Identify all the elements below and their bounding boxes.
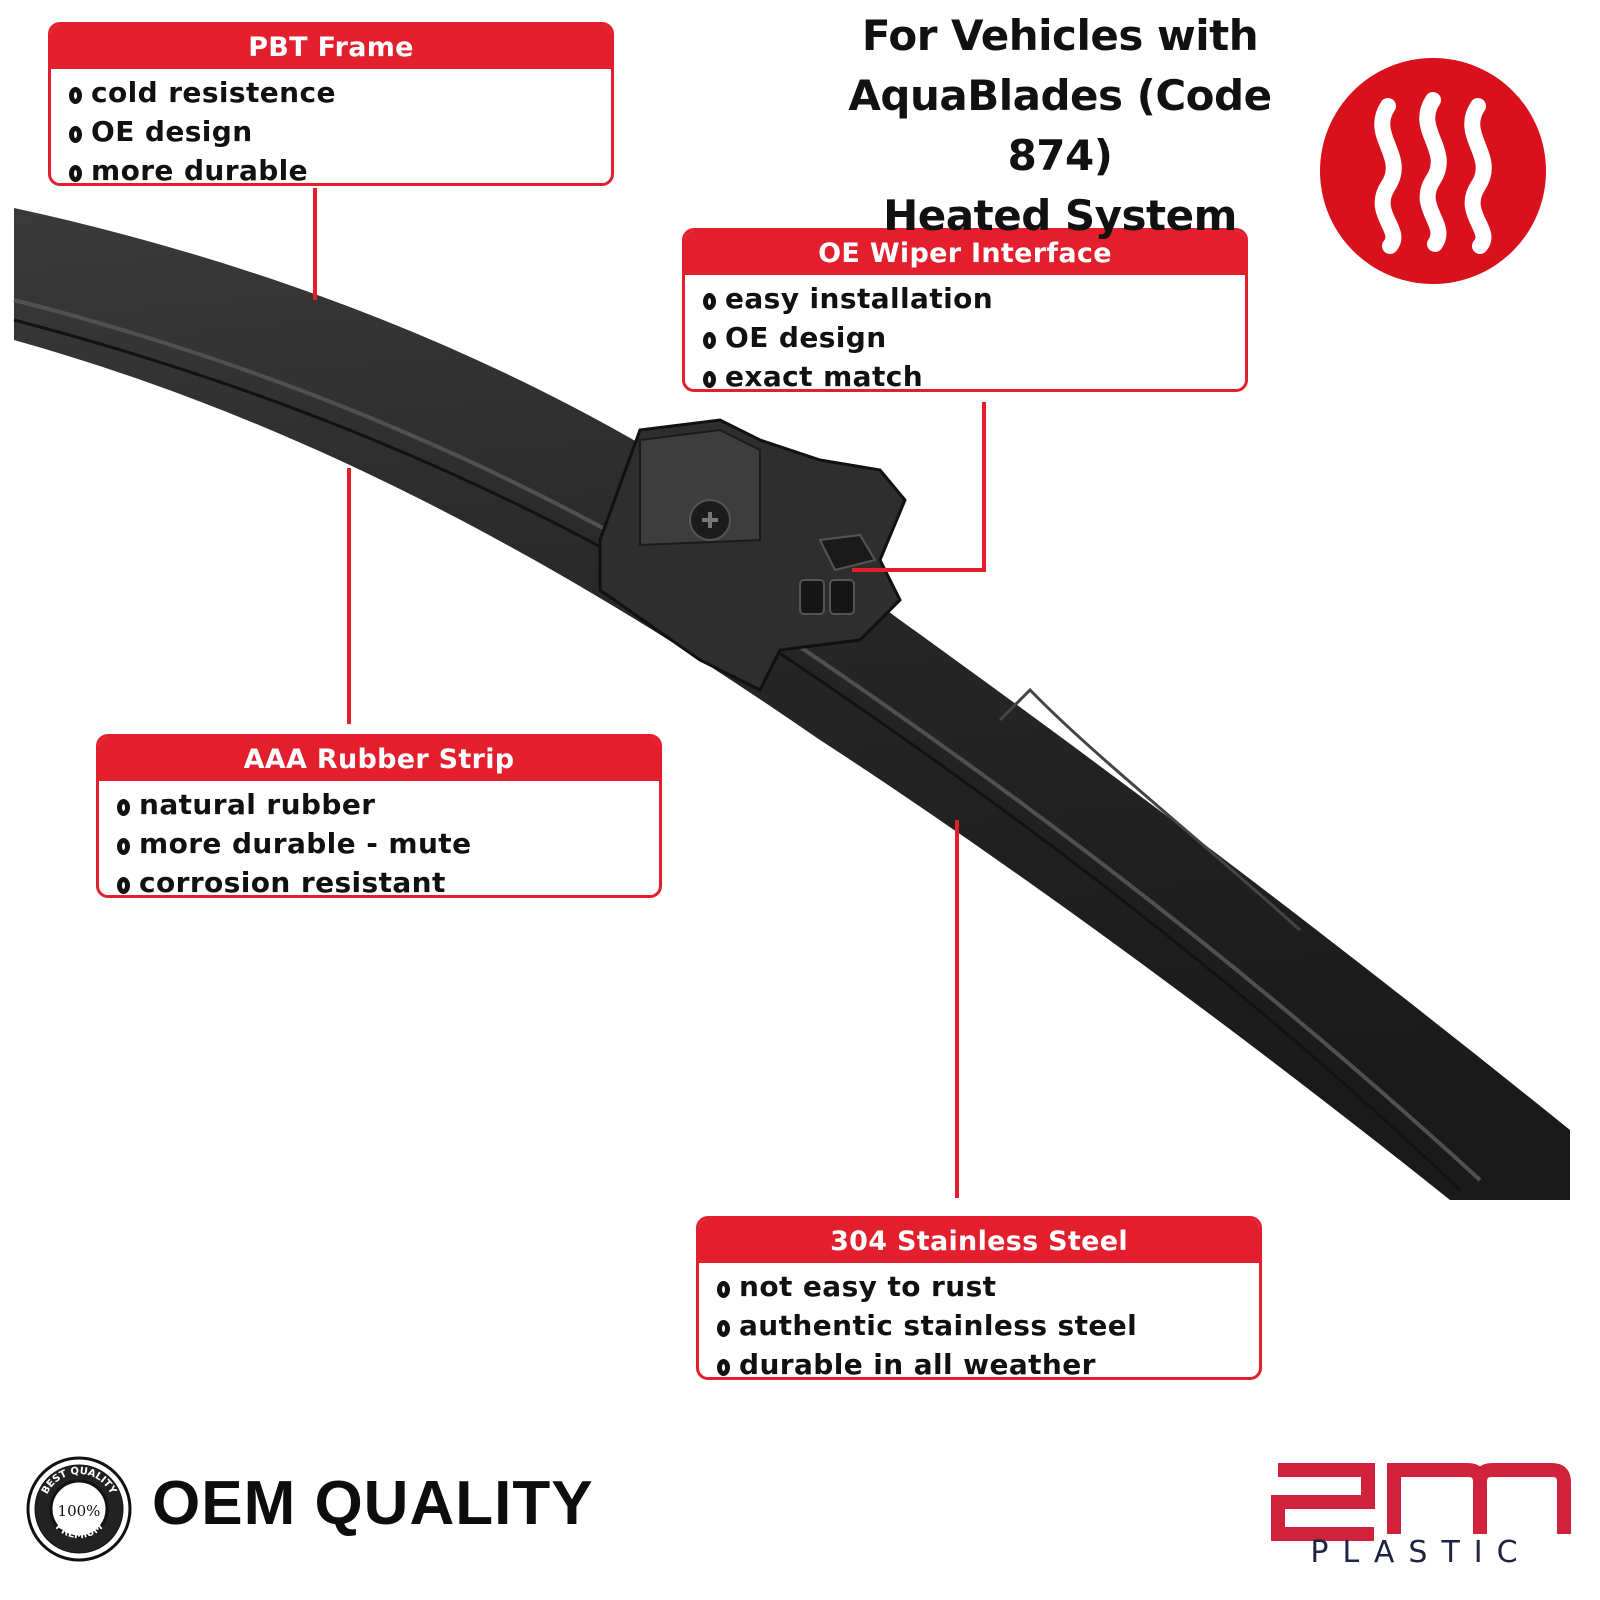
heat-waves-icon [1320, 58, 1546, 284]
bullet-icon [717, 1359, 730, 1376]
leader-oe-interface-h [852, 568, 986, 572]
callout-aaa-rubber-strip: AAA Rubber Strip natural rubber more dur… [96, 734, 662, 898]
spoiler-step [998, 687, 1302, 932]
feature-item: more durable - mute [117, 824, 659, 863]
feature-item: authentic stainless steel [717, 1306, 1259, 1345]
feature-list: cold resistence OE design more durable [51, 69, 611, 183]
feature-item: OE design [69, 112, 611, 151]
bullet-icon [69, 126, 82, 143]
logo-sub-text: PLASTIC [1310, 1535, 1531, 1568]
feature-item: durable in all weather [717, 1345, 1259, 1377]
leader-oe-interface-v [982, 402, 986, 572]
title-line-2: AquaBlades (Code 874) [848, 71, 1272, 180]
bullet-icon [717, 1281, 730, 1298]
oem-quality-label: OEM QUALITY [152, 1469, 594, 1538]
feature-item: easy installation [703, 279, 1245, 318]
callout-304-stainless-steel: 304 Stainless Steel not easy to rust aut… [696, 1216, 1262, 1380]
feature-item: not easy to rust [717, 1267, 1259, 1306]
bullet-icon [117, 838, 130, 855]
callout-oe-wiper-interface: OE Wiper Interface easy installation OE … [682, 228, 1248, 392]
bullet-icon [703, 371, 716, 388]
callout-pbt-frame: PBT Frame cold resistence OE design more… [48, 22, 614, 186]
bullet-icon [69, 87, 82, 104]
feature-item: OE design [703, 318, 1245, 357]
brand-logo: PLASTIC [1271, 1463, 1571, 1568]
title-line-3: Heated System [883, 191, 1237, 240]
bullet-icon [117, 799, 130, 816]
feature-list: easy installation OE design exact match [685, 275, 1245, 389]
bullet-icon [69, 165, 82, 182]
feature-list: not easy to rust authentic stainless ste… [699, 1263, 1259, 1377]
callout-heading: PBT Frame [51, 25, 611, 69]
leader-stainless-steel [955, 820, 959, 1198]
bullet-icon [703, 293, 716, 310]
wiper-adapter [598, 418, 907, 693]
badge-center-text: 100% [58, 1502, 101, 1520]
best-quality-badge: BEST QUALITY PREMIUM 100% [26, 1456, 132, 1562]
callout-heading: AAA Rubber Strip [99, 737, 659, 781]
bullet-icon [717, 1320, 730, 1337]
leader-rubber-strip [347, 468, 351, 724]
feature-item: exact match [703, 357, 1245, 389]
feature-list: natural rubber more durable - mute corro… [99, 781, 659, 895]
feature-item: natural rubber [117, 785, 659, 824]
title-line-1: For Vehicles with [861, 11, 1259, 60]
blade-frame [14, 208, 1570, 1200]
page-title: For Vehicles with AquaBlades (Code 874) … [800, 6, 1320, 246]
feature-item: more durable [69, 151, 611, 183]
leader-pbt-frame [313, 188, 317, 300]
callout-heading: 304 Stainless Steel [699, 1219, 1259, 1263]
bullet-icon [703, 332, 716, 349]
feature-item: cold resistence [69, 73, 611, 112]
feature-item: corrosion resistant [117, 863, 659, 895]
callout-heading: OE Wiper Interface [685, 231, 1245, 275]
bullet-icon [117, 877, 130, 894]
